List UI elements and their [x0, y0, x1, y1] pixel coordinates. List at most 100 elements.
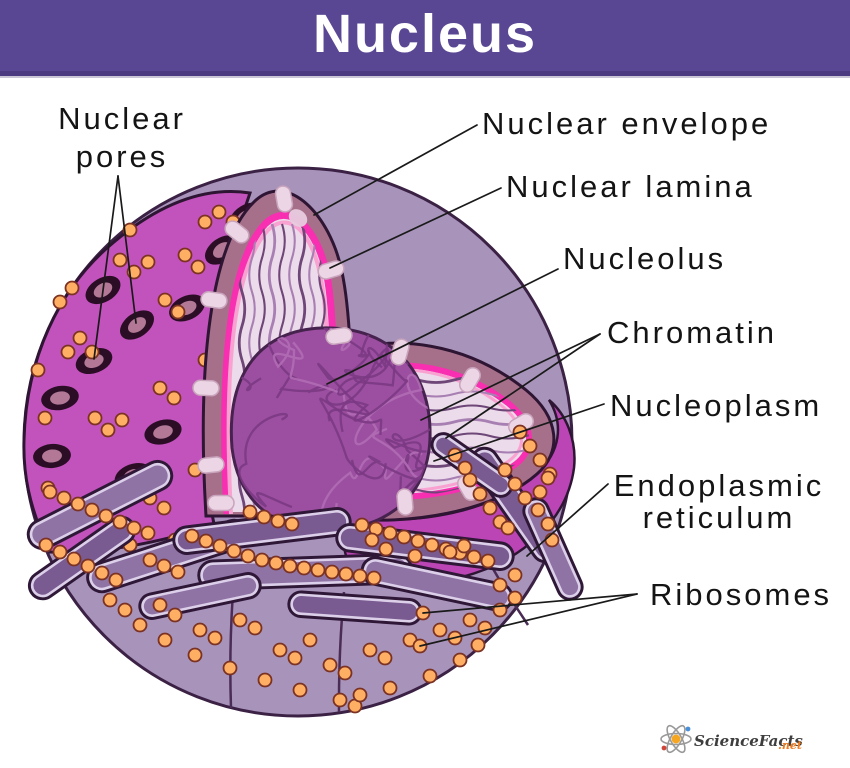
ribosome-dot — [382, 680, 398, 696]
pore-plug — [224, 220, 250, 244]
ribosome-dot — [544, 532, 560, 548]
ribosome-dot — [126, 520, 142, 536]
er-sac — [26, 459, 174, 551]
leader-line-nuclear-pores — [117, 175, 137, 324]
ribosome-dot — [30, 362, 46, 378]
ribosome-dot — [532, 452, 548, 468]
ribosome-dot — [132, 617, 148, 633]
ribosome-dot — [447, 447, 463, 463]
ribosome-dot — [98, 508, 114, 524]
ribosome-dot — [472, 486, 488, 502]
ribosome-dot — [482, 500, 498, 516]
nuclear-pore — [75, 347, 113, 375]
er-sac — [287, 590, 423, 626]
ribosome-dot — [270, 513, 286, 529]
ribosome-dot — [442, 544, 458, 560]
label-endoplasmic-reticulum: reticulum — [643, 500, 796, 535]
nucleolus-strand — [339, 354, 409, 433]
ribosome-dot — [364, 532, 380, 548]
ribosome-dot — [52, 294, 68, 310]
leader-line-endoplasmic-reticulum — [526, 483, 609, 557]
ribosome-dot — [170, 564, 186, 580]
ribosome-dot — [282, 558, 298, 574]
logo-suffix: .net — [778, 739, 802, 752]
ribosome-dot — [152, 597, 168, 613]
ribosome-dot — [507, 476, 523, 492]
ribosome-dot — [198, 533, 214, 549]
ribosome-dot — [187, 647, 203, 663]
ribosome-dot — [456, 538, 472, 554]
ribosome-dot — [477, 620, 493, 636]
er-sac — [522, 497, 584, 601]
ribosome-dot — [242, 504, 258, 520]
ribosome-dot — [396, 529, 412, 545]
label-nuclear-pores: Nuclear — [58, 101, 186, 136]
ribosome-dot — [37, 410, 53, 426]
pore-plug — [207, 494, 235, 512]
ribosome-dot — [462, 612, 478, 628]
ribosome-dot — [480, 553, 496, 569]
er-sac — [138, 572, 262, 620]
ribosome-dot — [284, 516, 300, 532]
page-title: Nucleus — [313, 4, 537, 64]
ribosome-dot — [530, 502, 546, 518]
leader-line-ribosomes — [422, 593, 638, 614]
pore-plug — [459, 366, 482, 394]
ribosome-dot — [84, 344, 100, 360]
ribosome-dot — [166, 390, 182, 406]
ribosome-dot — [337, 665, 353, 681]
ribosome-dot — [56, 490, 72, 506]
ribosome-dot — [354, 517, 370, 533]
pore-plug — [325, 326, 353, 346]
ribosome-dot — [268, 555, 284, 571]
leader-line-chromatin — [420, 333, 601, 421]
ribosome-dot — [211, 204, 227, 220]
ribosome-dot — [157, 292, 173, 308]
ribosome-dot — [424, 537, 440, 553]
leader-line-nucleolus — [326, 268, 559, 385]
ribosome-dot — [296, 560, 312, 576]
ribosome-dot — [366, 570, 382, 586]
pore-plug — [197, 456, 225, 474]
ribosome-dot — [378, 541, 394, 557]
ribosome-dot — [257, 672, 273, 688]
logo[interactable]: ScienceFacts .net — [660, 723, 803, 754]
ribosome-dot — [352, 568, 368, 584]
ribosome-dot — [410, 533, 426, 549]
pore-plug — [317, 260, 345, 280]
nucleolus-strand — [272, 336, 339, 394]
ribosome-dot — [70, 496, 86, 512]
nucleolus-strand — [325, 347, 390, 406]
ribosome-dot — [84, 502, 100, 518]
ribosome-dot — [42, 484, 58, 500]
ribosome-dot — [324, 564, 340, 580]
nucleolus-texture — [231, 327, 431, 525]
ribosome-dot — [157, 632, 173, 648]
ribosome-dot — [497, 462, 513, 478]
ribosome-dot — [377, 650, 393, 666]
chromatin-clump — [288, 209, 308, 227]
ribosome-dot — [232, 612, 248, 628]
ribosome-dot — [212, 538, 228, 554]
ribosome-dot — [156, 500, 172, 516]
ribosome-dot — [540, 470, 556, 486]
ribosome-dot — [452, 652, 468, 668]
ribosome-dot — [457, 460, 473, 476]
ribosome-dot — [226, 543, 242, 559]
er-ribosome-dots — [38, 424, 560, 714]
pore-plug — [200, 290, 228, 310]
leader-line-nuclear-envelope — [313, 124, 478, 216]
label-nuclear-lamina: Nuclear lamina — [506, 169, 755, 204]
pore-plug — [396, 488, 414, 516]
leader-line-nucleoplasm — [433, 403, 605, 462]
ribosome-dot — [247, 620, 263, 636]
ribosome-dot — [532, 484, 548, 500]
nucleolus-strand — [344, 327, 396, 387]
nucleolus-strand — [328, 327, 374, 351]
pore-plug — [192, 379, 220, 397]
label-ribosomes: Ribosomes — [650, 577, 832, 612]
ribosome-dot — [117, 602, 133, 618]
fold-line — [229, 591, 235, 709]
